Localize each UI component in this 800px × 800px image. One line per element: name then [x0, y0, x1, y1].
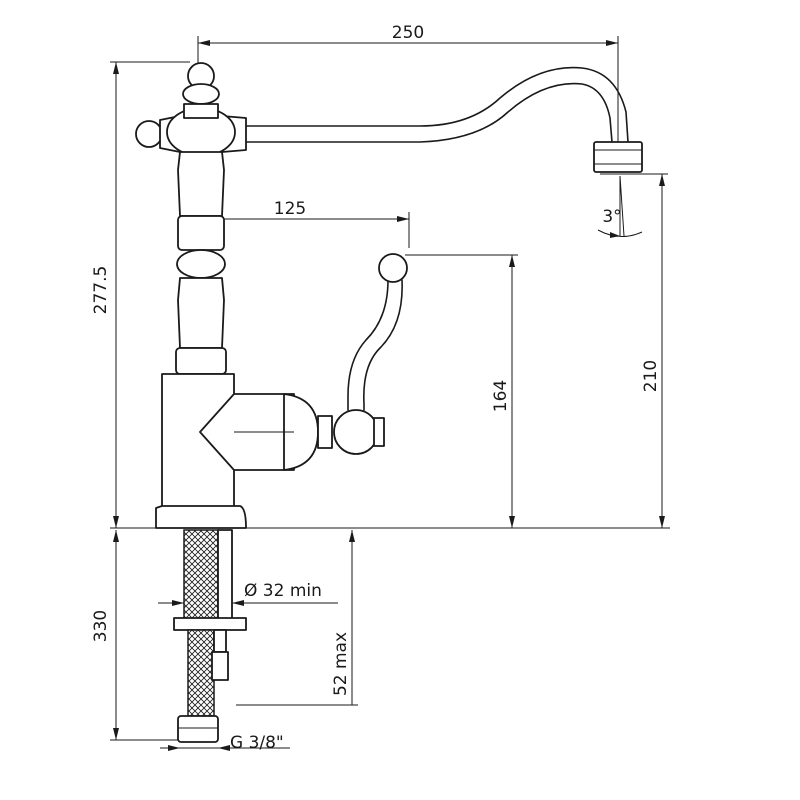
- dimension-labels: 250 125 3° 277.5 164 210 Ø 32 min 330 52…: [91, 23, 661, 753]
- dimension-lines: [110, 36, 670, 751]
- label-210: 210: [641, 360, 661, 392]
- top-knob: [135, 62, 247, 157]
- label-32-min: Ø 32 min: [244, 581, 322, 601]
- label-250: 250: [392, 23, 424, 43]
- label-125: 125: [274, 199, 306, 219]
- base-body: [155, 373, 333, 529]
- label-277: 277.5: [91, 266, 111, 315]
- label-330: 330: [91, 610, 111, 642]
- column: [175, 151, 227, 375]
- label-164: 164: [491, 380, 511, 412]
- spout: [239, 66, 643, 173]
- lever-handle: [333, 253, 408, 455]
- under-counter: [173, 529, 247, 743]
- label-thread: G 3/8": [230, 733, 284, 753]
- label-52-max: 52 max: [331, 632, 351, 696]
- label-3-degree: 3°: [602, 207, 621, 227]
